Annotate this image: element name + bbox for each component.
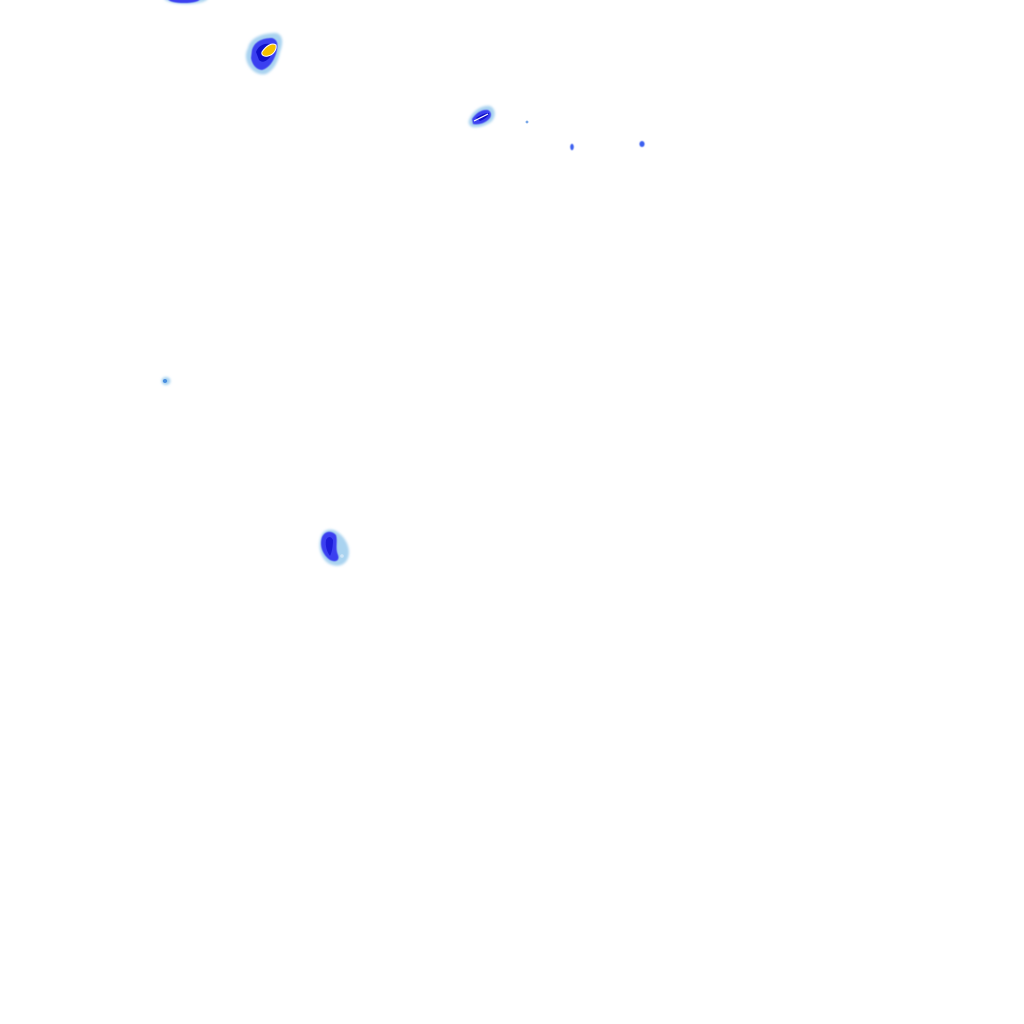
echo-south-west: [319, 529, 350, 566]
echo-top-edge: [165, 0, 207, 4]
echo-north-west: [245, 33, 283, 75]
echo-west: [161, 377, 171, 385]
echo-speck-2: [570, 143, 574, 151]
echo-speck-3: [639, 141, 645, 147]
echo-north-central: [468, 105, 495, 128]
echo-speck-1: [525, 120, 529, 124]
